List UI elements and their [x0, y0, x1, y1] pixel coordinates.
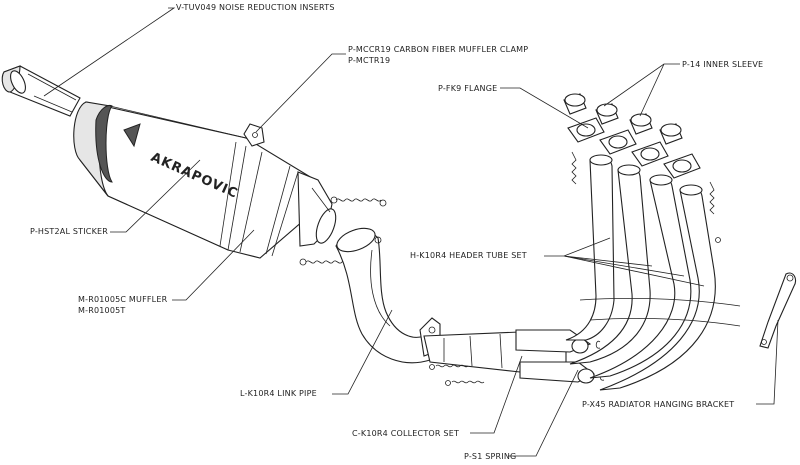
label-collector-set: C-K10R4 COLLECTOR SET	[352, 429, 459, 438]
flange-set	[567, 117, 701, 179]
label-spring: P-S1 SPRING	[464, 452, 516, 461]
spring-collector-upper	[429, 364, 469, 370]
radiator-hanging-bracket	[759, 272, 797, 349]
collector-set	[423, 329, 605, 384]
label-muffler-clamp: P-MCCR19 CARBON FIBER MUFFLER CLAMP	[348, 45, 528, 54]
label-radiator-hanging-bracket: P-X45 RADIATOR HANGING BRACKET	[582, 400, 734, 409]
label-header-tube-set: H-K10R4 HEADER TUBE SET	[410, 251, 527, 260]
muffler: AKRAPOVIC	[73, 101, 337, 259]
label-muffler: M-R01005C MUFFLER	[78, 295, 168, 304]
noise-reduction-insert	[1, 65, 81, 117]
label-sticker: P-HST2AL STICKER	[30, 227, 108, 236]
leader-lines	[43, 7, 779, 457]
label-flange: P-FK9 FLANGE	[438, 84, 497, 93]
spring-collector-lower	[445, 380, 485, 386]
header-tube-set	[565, 154, 741, 391]
label-link-pipe: L-K10R4 LINK PIPE	[240, 389, 317, 398]
inner-sleeve-set	[563, 93, 683, 145]
spring-upper	[330, 196, 387, 207]
label-muffler-alt: M-R01005T	[78, 306, 125, 315]
header-springs	[571, 151, 721, 243]
link-pipe	[335, 227, 441, 364]
label-inner-sleeve: P-14 INNER SLEEVE	[682, 60, 763, 69]
label-noise-reduction-inserts: V-TUV049 NOISE REDUCTION INSERTS	[176, 3, 335, 12]
label-muffler-clamp-alt: P-MCTR19	[348, 56, 390, 65]
